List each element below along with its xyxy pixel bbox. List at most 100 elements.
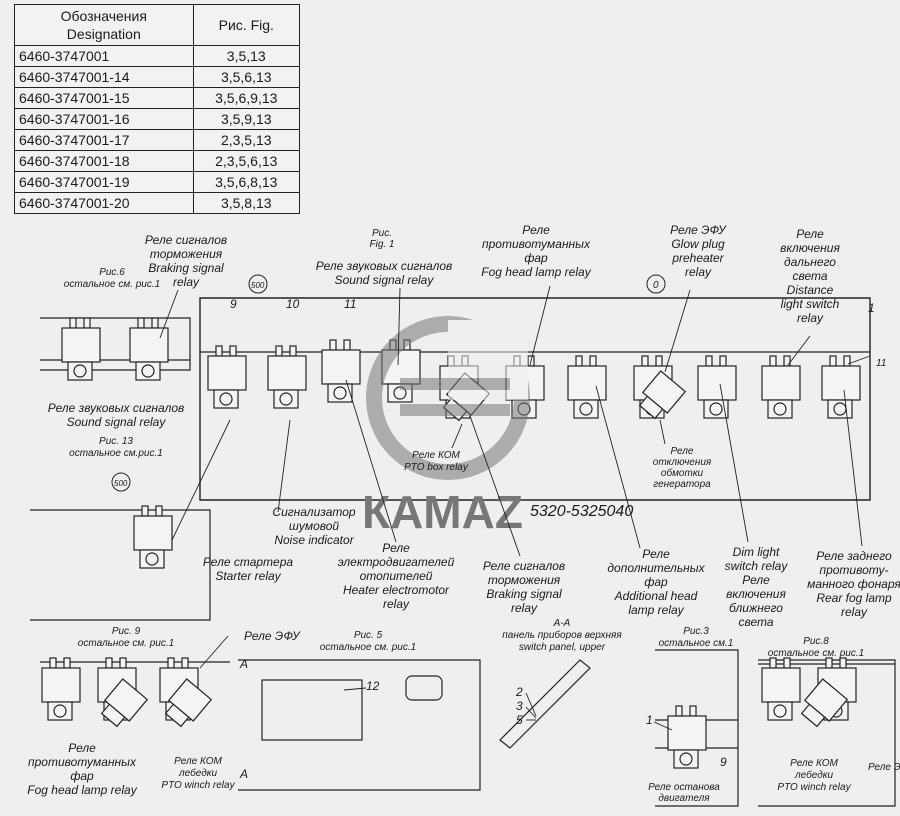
label-line: отопителей (360, 569, 433, 583)
label-line: Sound signal relay (67, 415, 167, 429)
label-line: Starter relay (215, 569, 281, 583)
label-line: включения (780, 241, 840, 255)
label-line: PTO winch relay (161, 780, 235, 791)
part-number: 5320-5325040 (530, 503, 633, 520)
label-letter-a-top: А (239, 657, 248, 671)
label-line: Fig. 1 (369, 239, 394, 250)
relay-icon (267, 345, 307, 409)
label-line: Реле ЭФУ (670, 223, 727, 237)
label-line: relay (173, 275, 200, 289)
label-line: Рис.6 (99, 267, 125, 278)
label-line: противотуманных (28, 755, 137, 769)
label-line: двигателя (658, 793, 710, 804)
label-line: света (738, 615, 773, 629)
label-line: Реле звуковых сигналов (316, 259, 453, 273)
label-line: PTO box relay (404, 462, 469, 473)
label-line: Реле (68, 741, 96, 755)
relay-icon (61, 317, 101, 381)
relay-icon (41, 657, 81, 721)
designation-header: Обозначения Designation (14, 4, 194, 46)
label-line: Реле КОМ (412, 450, 460, 461)
marker-500-bottom: 500 (114, 479, 128, 488)
label-line: остальное см. рис.1 (64, 279, 160, 290)
label-line: Реле КОМ (174, 756, 222, 767)
relay-icon (800, 678, 849, 728)
label-efu-fig8: Реле ЭФ (868, 762, 900, 773)
label-line: Реле сигналов (145, 233, 227, 247)
designation-cell: 6460-3747001-19 (14, 171, 194, 193)
label-line: Braking signal (486, 587, 562, 601)
label-line: Additional head (614, 589, 698, 603)
label-line: лебедки (178, 767, 218, 779)
relay-icon (697, 355, 737, 419)
label-line: Fog head lamp relay (481, 265, 591, 279)
label-line: противоту- (819, 563, 888, 577)
figures-cell: 3,5,8,13 (192, 192, 301, 214)
relay-icon (100, 678, 149, 728)
label-line: Рис.8 (803, 636, 829, 647)
label-line: relay (685, 265, 712, 279)
label-line: Рис. (372, 228, 392, 239)
designation-cell: 6460-3747001-15 (14, 87, 194, 109)
label-line: торможения (488, 573, 561, 587)
label-num-2: 2 (515, 685, 523, 699)
label-line: манного фонаря (807, 577, 900, 591)
label-line: Distance (787, 283, 834, 297)
label-line: электродвигателей (338, 555, 455, 569)
relay-icon (207, 345, 247, 409)
label-num-10: 10 (286, 297, 300, 311)
figures-cell: 3,5,13 (192, 45, 301, 67)
label-line: отключения (653, 457, 712, 468)
label-line: Fog head lamp relay (27, 783, 137, 797)
label-num-11: 11 (344, 297, 356, 311)
label-line: остальное см. рис.1 (78, 638, 174, 649)
kamaz-logo-icon (366, 316, 530, 480)
label-letter-a-bottom: А (239, 767, 248, 781)
label-line: остальное см.1 (659, 638, 734, 649)
label-line: Рис. 5 (354, 630, 383, 641)
label-line: light switch (781, 297, 840, 311)
label-line: А-А (553, 618, 571, 629)
relay-icon (667, 705, 707, 769)
label-line: switch panel, upper (519, 642, 606, 653)
label-line: фар (70, 769, 94, 783)
label-line: Dim light (733, 545, 780, 559)
label-line: Рис. 13 (99, 436, 133, 447)
label-num-3: 3 (516, 699, 523, 713)
label-line: шумовой (289, 519, 340, 533)
label-line: ближнего (729, 601, 783, 615)
label-line: relay (511, 601, 538, 615)
label-line: PTO winch relay (777, 782, 851, 793)
label-line: панель приборов верхняя (502, 629, 622, 641)
label-line: relay (797, 311, 824, 325)
label-efu-fig9: Реле ЭФУ (244, 629, 301, 643)
label-line: Реле звуковых сигналов (48, 401, 185, 415)
label-line: Рис. 9 (112, 626, 141, 637)
table-header-row: Обозначения Designation Рис. Fig. (14, 4, 301, 46)
label-num-1b: 1 (646, 713, 653, 727)
label-line: дальнего (784, 255, 836, 269)
relay-icon (321, 339, 361, 403)
label-line: Rear fog lamp (816, 591, 892, 605)
label-line: Braking signal (148, 261, 224, 275)
label-line: света (792, 269, 827, 283)
designation-cell: 6460-3747001-20 (14, 192, 194, 214)
label-line: switch relay (725, 559, 789, 573)
figures-cell: 3,5,9,13 (192, 108, 301, 130)
label-line: preheater (671, 251, 724, 265)
